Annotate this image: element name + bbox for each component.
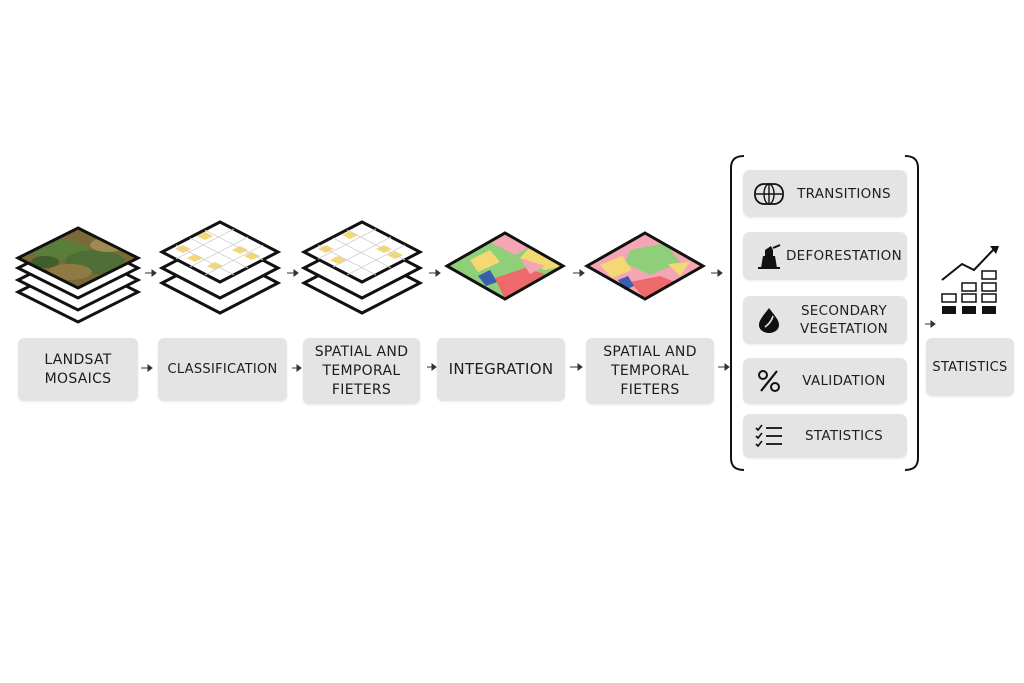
step-spatial-temporal-filters-1: SPATIAL AND TEMPORAL FIETERS: [303, 338, 420, 404]
top-arrows: [145, 269, 723, 277]
step-classification: CLASSIFICATION: [158, 338, 287, 401]
leaf-drop-icon: [759, 308, 779, 333]
integration-map-icon: [443, 231, 567, 301]
output-secondary-vegetation-label: SECONDARY VEGETATION: [799, 303, 889, 337]
output-transitions-label: TRANSITIONS: [797, 185, 891, 202]
output-deforestation: DEFORESTATION: [743, 232, 907, 280]
filtered-map-icon: [583, 231, 707, 301]
final-statistics: STATISTICS: [926, 338, 1014, 396]
step-landsat-mosaics: LANDSAT MOSAICS: [18, 338, 138, 401]
checklist-icon: [755, 424, 782, 448]
output-statistics: STATISTICS: [743, 414, 907, 458]
output-validation-label: VALIDATION: [802, 373, 886, 389]
tree-stump-icon: [758, 244, 781, 269]
outputs-bracket: [730, 155, 919, 471]
output-transitions: TRANSITIONS: [743, 170, 907, 217]
classification-stack-icon: [158, 220, 282, 315]
globe-icon: [754, 182, 784, 205]
output-secondary-vegetation: SECONDARY VEGETATION: [743, 296, 907, 344]
bar-chart-trend-icon: [941, 246, 999, 314]
output-statistics-label: STATISTICS: [805, 428, 883, 444]
output-validation: VALIDATION: [743, 358, 907, 404]
output-deforestation-label: DEFORESTATION: [785, 248, 903, 264]
bottom-arrows: [141, 320, 936, 372]
step-spatial-temporal-filters-2: SPATIAL AND TEMPORAL FIETERS: [586, 338, 714, 404]
step-integration: INTEGRATION: [437, 338, 565, 401]
landsat-mosaic-stack-icon: [14, 226, 142, 324]
filtered-stack-icon: [300, 220, 424, 315]
percent-icon: [758, 370, 780, 392]
